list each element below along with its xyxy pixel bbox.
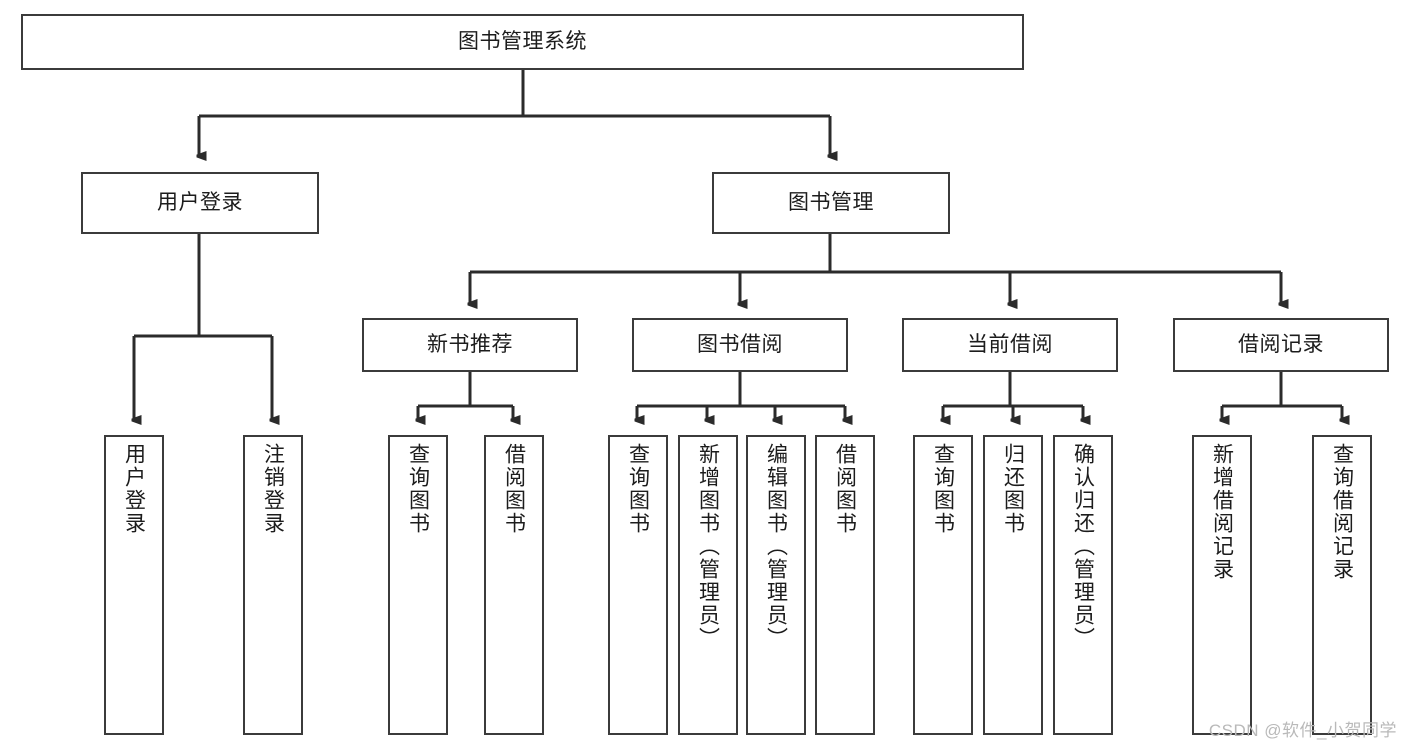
leaf-user-login-login[interactable]: 用户登录 (104, 435, 164, 735)
leaf-borrow-query-book-label: 查询图书 (626, 443, 650, 535)
leaf-user-login-logout-label: 注销登录 (261, 443, 285, 535)
leaf-record-query-record-label: 查询借阅记录 (1330, 443, 1354, 581)
leaf-borrow-edit-book-admin-label: 编辑图书（管理员） (764, 443, 788, 650)
node-user-login-label: 用户登录 (157, 190, 243, 214)
leaf-current-query-book-label: 查询图书 (931, 443, 955, 535)
csdn-watermark: CSDN @软件_小贺同学 (1208, 721, 1397, 740)
leaf-borrow-borrow-book[interactable]: 借阅图书 (815, 435, 875, 735)
leaf-user-login-login-label: 用户登录 (122, 443, 146, 535)
leaf-borrow-add-book-admin-label: 新增图书（管理员） (696, 443, 720, 650)
leaf-current-confirm-return-admin[interactable]: 确认归还（管理员） (1053, 435, 1113, 735)
node-new-book-recommend-label: 新书推荐 (427, 332, 513, 356)
node-book-management[interactable]: 图书管理 (712, 172, 950, 234)
leaf-record-query-record[interactable]: 查询借阅记录 (1312, 435, 1372, 735)
leaf-current-query-book[interactable]: 查询图书 (913, 435, 973, 735)
node-borrow-record-label: 借阅记录 (1238, 332, 1324, 356)
leaf-record-add-record-label: 新增借阅记录 (1210, 443, 1234, 581)
node-current-borrow-label: 当前借阅 (967, 332, 1053, 356)
leaf-borrow-edit-book-admin[interactable]: 编辑图书（管理员） (746, 435, 806, 735)
node-root-system[interactable]: 图书管理系统 (21, 14, 1024, 70)
leaf-record-add-record[interactable]: 新增借阅记录 (1192, 435, 1252, 735)
leaf-current-confirm-return-admin-label: 确认归还（管理员） (1071, 443, 1095, 650)
leaf-new-book-query-label: 查询图书 (406, 443, 430, 535)
leaf-new-book-query[interactable]: 查询图书 (388, 435, 448, 735)
leaf-borrow-borrow-book-label: 借阅图书 (833, 443, 857, 535)
leaf-borrow-query-book[interactable]: 查询图书 (608, 435, 668, 735)
node-root-system-label: 图书管理系统 (458, 29, 587, 53)
leaf-user-login-logout[interactable]: 注销登录 (243, 435, 303, 735)
leaf-new-book-borrow[interactable]: 借阅图书 (484, 435, 544, 735)
node-current-borrow[interactable]: 当前借阅 (902, 318, 1118, 372)
leaf-new-book-borrow-label: 借阅图书 (502, 443, 526, 535)
leaf-borrow-add-book-admin[interactable]: 新增图书（管理员） (678, 435, 738, 735)
node-book-borrow-label: 图书借阅 (697, 332, 783, 356)
leaf-current-return-book-label: 归还图书 (1001, 443, 1025, 535)
node-book-borrow[interactable]: 图书借阅 (632, 318, 848, 372)
node-borrow-record[interactable]: 借阅记录 (1173, 318, 1389, 372)
node-user-login[interactable]: 用户登录 (81, 172, 319, 234)
node-book-management-label: 图书管理 (788, 190, 874, 214)
leaf-current-return-book[interactable]: 归还图书 (983, 435, 1043, 735)
node-new-book-recommend[interactable]: 新书推荐 (362, 318, 578, 372)
